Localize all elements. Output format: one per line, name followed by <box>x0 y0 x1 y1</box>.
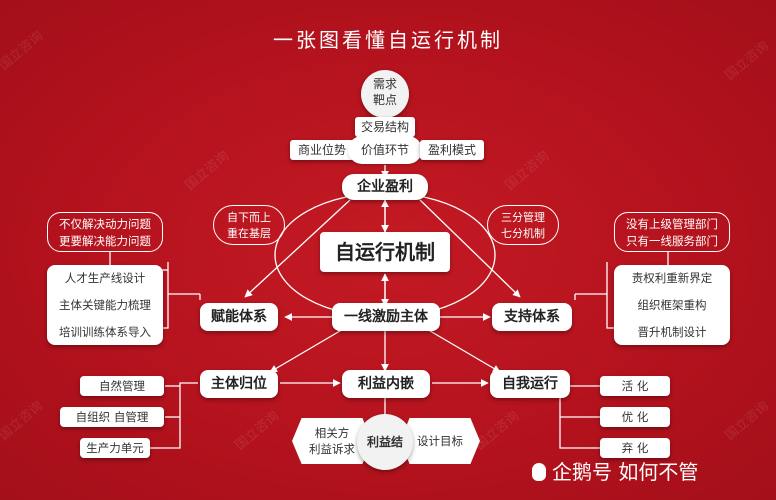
interest-knot-circle: 利益结 <box>357 414 413 470</box>
design-target-hex: 设计目标 <box>400 418 480 464</box>
left-list-box: 人才生产线设计 主体关键能力梳理 培训训练体系导入 <box>47 265 163 345</box>
enterprise-profit-box: 企业盈利 <box>342 174 428 200</box>
frontline-incentive-box: 一线激励主体 <box>332 303 440 331</box>
right-list-item: 晋升机制设计 <box>637 324 707 339</box>
three-seven-line-2: 七分机制 <box>501 227 545 240</box>
demand-line-1: 需求 <box>372 77 397 91</box>
top-down-line-2: 重在基层 <box>227 227 271 240</box>
bottom-right-item: 优 化 <box>600 407 670 427</box>
brand-label: 企鹅号 如何不管 <box>532 456 698 485</box>
top-down-line-1: 自下而上 <box>227 211 271 224</box>
three-seven-line-1: 三分管理 <box>501 211 545 224</box>
subject-return-box: 主体归位 <box>200 370 278 398</box>
penguin-icon <box>532 463 546 481</box>
three-seven-note: 三分管理 七分机制 <box>487 205 559 245</box>
top-down-note: 自下而上 重在基层 <box>213 205 285 245</box>
right-top-note-line-1: 没有上级管理部门 <box>626 217 718 231</box>
self-run-box: 自我运行 <box>490 370 570 398</box>
bottom-right-item: 弃 化 <box>600 438 670 458</box>
right-top-note-line-2: 只有一线服务部门 <box>626 234 718 248</box>
brand-text: 企鹅号 如何不管 <box>552 460 699 484</box>
bottom-right-item: 活 化 <box>600 376 670 396</box>
bottom-left-item: 自然管理 <box>80 376 164 396</box>
profit-model-box: 盈利模式 <box>420 140 484 160</box>
self-run-mechanism-center: 自运行机制 <box>320 232 450 272</box>
bottom-left-item: 生产力单元 <box>80 438 150 458</box>
stakeholder-line-2: 利益诉求 <box>309 442 355 456</box>
support-system-box: 支持体系 <box>492 303 572 331</box>
value-chain-box: 价值环节 <box>350 138 420 162</box>
right-list-item: 责权利重新界定 <box>631 271 713 286</box>
page-title: 一张图看懂自运行机制 <box>273 28 503 52</box>
right-list-box: 责权利重新界定 组织框架重构 晋升机制设计 <box>614 265 730 345</box>
right-top-note: 没有上级管理部门 只有一线服务部门 <box>614 212 730 252</box>
right-list-item: 组织框架重构 <box>637 297 707 312</box>
demand-line-2: 靶点 <box>372 93 397 107</box>
demand-target-circle: 需求 靶点 <box>361 70 409 118</box>
left-list-item: 主体关键能力梳理 <box>59 297 151 312</box>
stakeholder-line-1: 相关方 <box>314 426 350 440</box>
business-position-box: 商业位势 <box>290 140 354 160</box>
left-top-note: 不仅解决动力问题 更要解决能力问题 <box>47 212 163 252</box>
bottom-left-item: 自组织 自管理 <box>60 407 164 427</box>
left-top-note-line-1: 不仅解决动力问题 <box>59 217 151 231</box>
left-list-item: 人才生产线设计 <box>64 271 146 286</box>
trade-structure-box: 交易结构 <box>355 117 415 137</box>
left-list-item: 培训训练体系导入 <box>59 324 151 339</box>
left-top-note-line-2: 更要解决能力问题 <box>59 234 151 248</box>
interest-embed-box: 利益内嵌 <box>342 370 430 398</box>
empower-system-box: 赋能体系 <box>200 303 278 331</box>
